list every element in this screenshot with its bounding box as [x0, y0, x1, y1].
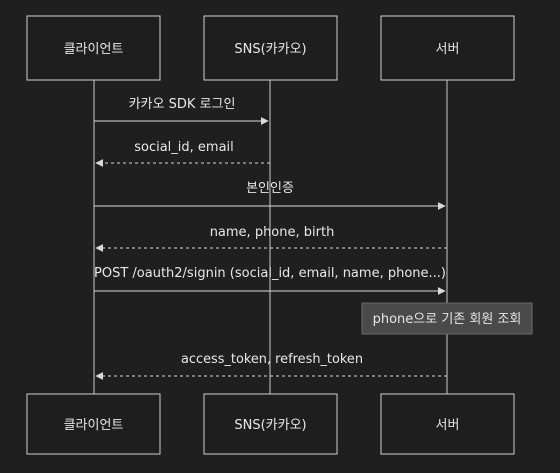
actor-client-top-label: 클라이언트 [64, 42, 124, 57]
message-2-label: social_id, email [134, 140, 234, 155]
actor-client-bottom: 클라이언트 [26, 393, 161, 455]
actor-sns-top-label: SNS(카카오) [234, 42, 306, 57]
message-3-label: 본인인증 [246, 181, 294, 196]
note-server: phone으로 기존 회원 조회 [361, 302, 533, 335]
message-4-label: name, phone, birth [210, 225, 335, 240]
actor-client-bottom-label: 클라이언트 [64, 418, 124, 433]
message-5-label: POST /oauth2/signin (social_id, email, n… [94, 266, 446, 281]
actor-sns-bottom: SNS(카카오) [203, 393, 338, 455]
actor-sns-top: SNS(카카오) [203, 15, 338, 81]
actor-server-top: 서버 [380, 15, 515, 81]
message-1-label: 카카오 SDK 로그인 [129, 97, 236, 112]
actor-sns-bottom-label: SNS(카카오) [234, 418, 306, 433]
actor-server-bottom: 서버 [380, 393, 515, 455]
message-6-label: access_token, refresh_token [181, 352, 363, 367]
note-label: phone으로 기존 회원 조회 [373, 312, 522, 327]
actor-client-top: 클라이언트 [26, 15, 161, 81]
actor-server-bottom-label: 서버 [436, 418, 460, 433]
actor-server-top-label: 서버 [436, 42, 460, 57]
